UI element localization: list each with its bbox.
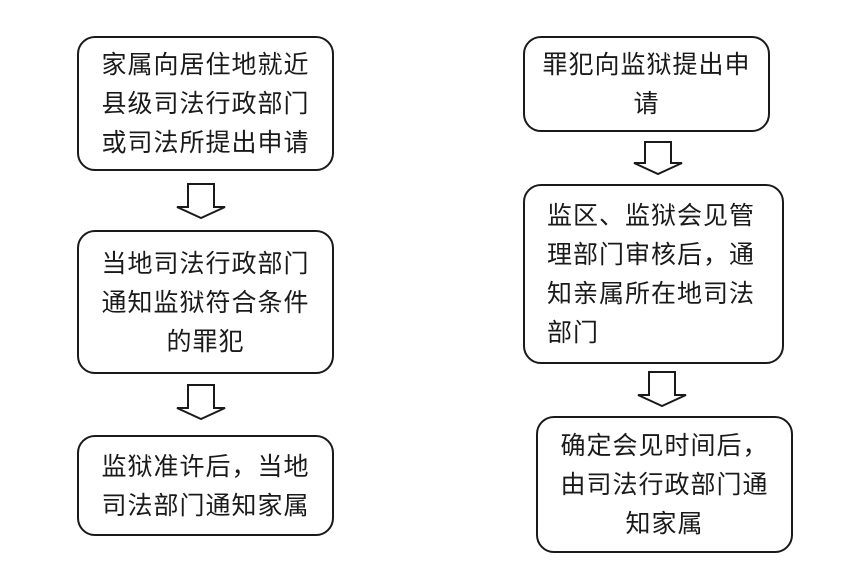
step-text-line: 确定会见时间后， [560,431,769,460]
step-text-line: 或司法所提出申请 [101,128,310,157]
step-text-line: 知家属 [625,509,704,538]
right-step-1-box: 罪犯向监狱提出申 请 [523,36,770,132]
step-text-line: 的罪犯 [166,326,245,356]
step-text-line: 家属向居住地就近 [101,50,310,79]
down-arrow-icon [175,183,227,219]
step-text-line: 监狱准许后，当地 [101,451,310,481]
step-text-line: 监区、监狱会见管 [547,201,756,230]
left-step-1-box: 家属向居住地就近 县级司法行政部门 或司法所提出申请 [77,36,334,171]
left-step-3-box: 监狱准许后，当地 司法部门通知家属 [77,435,334,536]
right-step-2-box: 监区、监狱会见管 理部门审核后，通 知亲属所在地司法 部门 [523,184,784,364]
step-text-line: 司法部门通知家属 [101,490,310,520]
step-text-line: 知亲属所在地司法 [547,279,756,308]
down-arrow-icon [175,384,227,420]
step-text-line: 通知监狱符合条件 [101,287,310,317]
down-arrow-icon [632,141,684,177]
left-step-2-box: 当地司法行政部门 通知监狱符合条件 的罪犯 [77,230,334,374]
step-text-line: 县级司法行政部门 [101,89,310,118]
right-step-3-box: 确定会见时间后， 由司法行政部门通 知家属 [536,416,793,553]
step-text-line: 由司法行政部门通 [560,470,769,499]
step-text-line: 请 [633,89,660,118]
step-text-line: 理部门审核后，通 [547,240,756,269]
step-text-line: 当地司法行政部门 [101,248,310,278]
step-text-line: 罪犯向监狱提出申 [542,50,751,79]
step-text-line: 部门 [547,318,600,347]
down-arrow-icon [636,371,688,407]
